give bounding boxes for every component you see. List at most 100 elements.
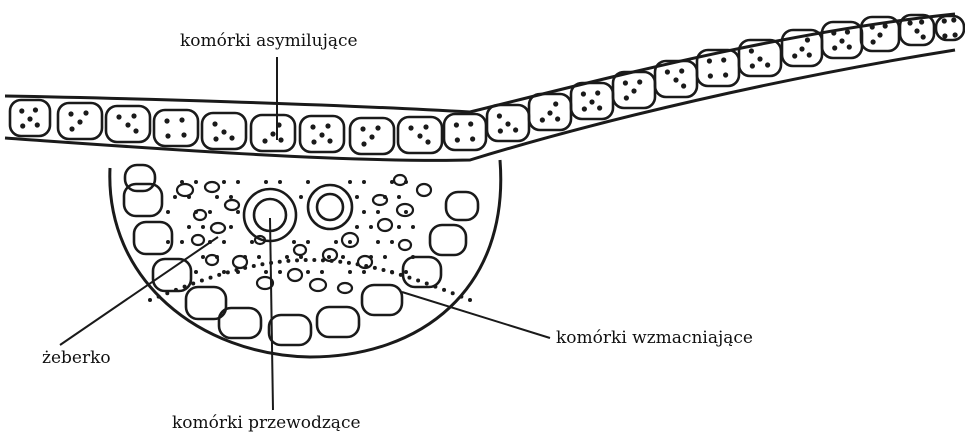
chloroplast bbox=[749, 48, 754, 53]
assimilating-cells-layer bbox=[10, 15, 964, 154]
rib-dot bbox=[376, 210, 380, 214]
conducting-cell-ring bbox=[310, 279, 326, 291]
chloroplast bbox=[665, 69, 670, 74]
rib-dot bbox=[222, 180, 226, 184]
rib-dot bbox=[222, 240, 226, 244]
chloroplast bbox=[582, 106, 587, 111]
chloroplast bbox=[883, 23, 888, 28]
rib-dot bbox=[451, 291, 455, 295]
label-strengthening-cells: komórki wzmacniające bbox=[556, 330, 753, 347]
chloroplast bbox=[408, 125, 413, 130]
chloroplast bbox=[870, 39, 875, 44]
chloroplast bbox=[455, 137, 460, 142]
rib-dot bbox=[194, 180, 198, 184]
chloroplast bbox=[839, 38, 844, 43]
rib-dot bbox=[166, 210, 170, 214]
conducting-cell-ring bbox=[294, 245, 306, 255]
chloroplast bbox=[505, 121, 510, 126]
chloroplast bbox=[581, 91, 586, 96]
rib-dot bbox=[285, 255, 289, 259]
conducting-vessels bbox=[244, 185, 352, 241]
conducting-cell-ring bbox=[394, 175, 406, 185]
conducting-cell-ring bbox=[378, 219, 392, 231]
chloroplast bbox=[19, 108, 24, 113]
rib-dot bbox=[157, 295, 161, 299]
chloroplast bbox=[921, 34, 926, 39]
chloroplast bbox=[914, 28, 919, 33]
chloroplast bbox=[750, 63, 755, 68]
rib-dot bbox=[373, 266, 377, 270]
conducting-cell-ring bbox=[205, 182, 219, 192]
chloroplast bbox=[278, 137, 283, 142]
chloroplast bbox=[369, 134, 374, 139]
rib-dot bbox=[364, 264, 368, 268]
rib-dot bbox=[390, 270, 394, 274]
chloroplast bbox=[361, 141, 366, 146]
chloroplast bbox=[470, 136, 475, 141]
chloroplast bbox=[589, 99, 594, 104]
conducting-cell-ring bbox=[397, 204, 413, 216]
conducting-cell-ring bbox=[225, 200, 239, 210]
strengthening-cell bbox=[134, 222, 172, 254]
rib-dot bbox=[404, 180, 408, 184]
chloroplast bbox=[425, 139, 430, 144]
chloroplast bbox=[951, 17, 956, 22]
chloroplast bbox=[942, 18, 947, 23]
strengthening-cell bbox=[269, 315, 311, 345]
chloroplast bbox=[221, 129, 226, 134]
chloroplast bbox=[360, 126, 365, 131]
chloroplast bbox=[131, 113, 136, 118]
rib-dot bbox=[180, 180, 184, 184]
rib-dot bbox=[180, 240, 184, 244]
rib-dot bbox=[468, 298, 472, 302]
rib-dot bbox=[278, 260, 282, 264]
strengthening-cell bbox=[317, 307, 359, 337]
rib-dot bbox=[425, 282, 429, 286]
conducting-cells bbox=[177, 175, 431, 293]
rib-dot bbox=[321, 258, 325, 262]
rib-dot bbox=[173, 195, 177, 199]
chloroplast bbox=[555, 116, 560, 121]
chloroplast bbox=[116, 114, 121, 119]
rib-dot bbox=[236, 270, 240, 274]
chloroplast bbox=[417, 133, 422, 138]
rib-dot bbox=[383, 255, 387, 259]
chloroplast bbox=[179, 117, 184, 122]
rib-dot bbox=[433, 285, 437, 289]
chloroplast bbox=[165, 133, 170, 138]
chloroplast bbox=[540, 117, 545, 122]
strengthening-cell bbox=[403, 257, 441, 287]
rib-dot bbox=[382, 268, 386, 272]
rib-dot bbox=[376, 240, 380, 244]
chloroplast bbox=[623, 80, 628, 85]
rib-dot bbox=[187, 195, 191, 199]
rib-dot bbox=[348, 180, 352, 184]
rib-dot bbox=[362, 270, 366, 274]
chloroplast bbox=[799, 46, 804, 51]
chloroplast bbox=[637, 79, 642, 84]
rib-dot bbox=[390, 240, 394, 244]
rib-dot bbox=[208, 210, 212, 214]
rib-dot bbox=[236, 210, 240, 214]
chloroplast bbox=[310, 124, 315, 129]
chloroplasts bbox=[19, 17, 957, 146]
chloroplast bbox=[35, 122, 40, 127]
rib-dot bbox=[295, 258, 299, 262]
chloroplast bbox=[229, 135, 234, 140]
assimilating-cell bbox=[936, 16, 964, 40]
rib-dot bbox=[257, 255, 261, 259]
chloroplast bbox=[707, 58, 712, 63]
chloroplast bbox=[68, 111, 73, 116]
rib-dot bbox=[278, 270, 282, 274]
chloroplast bbox=[20, 123, 25, 128]
chloroplast bbox=[325, 123, 330, 128]
chloroplast bbox=[952, 32, 957, 37]
rib-dot bbox=[338, 260, 342, 264]
chloroplast bbox=[877, 32, 882, 37]
rib-dot bbox=[264, 270, 268, 274]
rib-dot bbox=[299, 255, 303, 259]
rib-dot bbox=[217, 273, 221, 277]
rib-dot bbox=[362, 180, 366, 184]
chloroplast bbox=[553, 101, 558, 106]
